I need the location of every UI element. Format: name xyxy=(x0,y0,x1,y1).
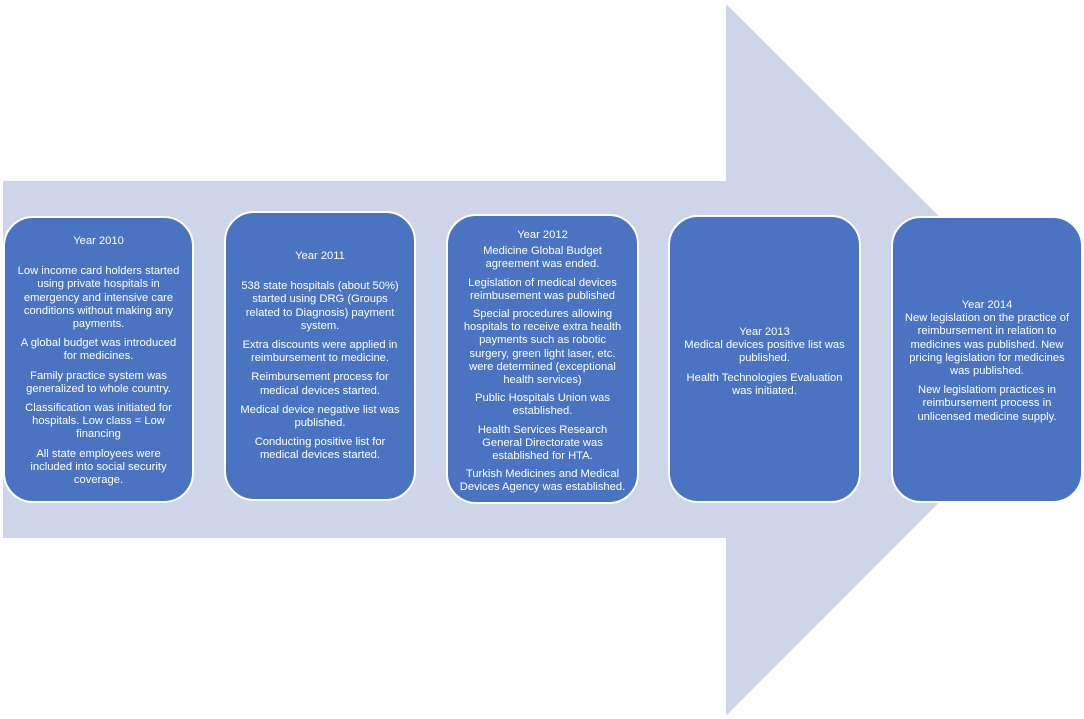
card-year: Year 2011 xyxy=(295,250,345,262)
year-2011-card: Year 2011 538 state hospitals (about 50%… xyxy=(224,211,416,501)
card-year: Year 2013 xyxy=(739,326,790,338)
event-text: Public Hospitals Union was established. xyxy=(475,392,610,418)
event-text: Turkish Medicines and Medical Devices Ag… xyxy=(459,468,626,494)
event-text: Legislation of medical devices reimbusem… xyxy=(468,276,617,302)
card-year: Year 2010 xyxy=(73,235,124,247)
event-text: Classification was initiated for hospita… xyxy=(25,402,172,441)
event-text: New legislation on the practice of reimb… xyxy=(904,312,1070,378)
event-text: A global budget was introduced for medic… xyxy=(20,337,177,363)
event-text: All state employees were included into s… xyxy=(30,447,167,487)
event-text: Health Services Research General Directo… xyxy=(477,423,608,463)
event-text: Medical devices positive list was publis… xyxy=(684,339,845,365)
event-text: Low income card holders started using pr… xyxy=(17,265,180,331)
year-2012-card: Year 2012 Medicine Global Budget agreeme… xyxy=(446,214,639,504)
year-2013-card: Year 2013 Medical devices positive list … xyxy=(668,215,861,503)
event-text: Health Technologies Evaluation was initi… xyxy=(686,371,843,397)
year-2010-card: Year 2010 Low income card holders starte… xyxy=(3,216,194,503)
year-2014-card: Year 2014 New legislation on the practic… xyxy=(891,216,1083,503)
event-text: 538 state hospitals (about 50%) started … xyxy=(241,280,399,332)
event-text: Medicine Global Budget agreement was end… xyxy=(483,245,602,271)
card-year: Year 2012 xyxy=(517,229,568,241)
event-text: Conducting positive list for medical dev… xyxy=(254,436,386,462)
event-text: Special procedures allowing hospitals to… xyxy=(463,308,622,387)
event-text: Family practice system was generalized t… xyxy=(26,369,171,395)
event-text: Extra discounts were applied in reimburs… xyxy=(242,339,398,365)
event-text: Medical device negative list was publish… xyxy=(240,403,400,430)
event-text: New legislatiom practices in reimburseme… xyxy=(917,384,1057,423)
event-text: Reimbursement process for medical device… xyxy=(251,371,389,397)
card-year: Year 2014 xyxy=(961,299,1013,311)
